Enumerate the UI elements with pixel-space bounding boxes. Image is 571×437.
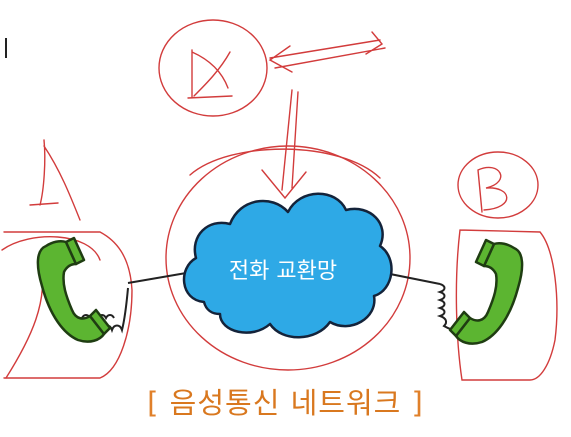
phone-handset-icon xyxy=(36,236,112,343)
caption-open-bracket: [ xyxy=(147,386,160,420)
caption-close-bracket: ] xyxy=(411,386,424,420)
caption-text: 음성통신 네트워크 xyxy=(169,386,402,420)
down-arrow xyxy=(261,89,307,200)
left-phone-box xyxy=(1,231,133,379)
cloud-label: 전화 교환망 xyxy=(229,259,337,284)
b-letter xyxy=(477,166,508,213)
a-letter xyxy=(29,139,81,221)
x-letter xyxy=(187,49,233,99)
coiled-cord-icon xyxy=(436,283,485,334)
diagram-caption: [ 음성통신 네트워크 ] xyxy=(0,380,571,422)
x-circle xyxy=(158,19,268,117)
cloud-icon: 전화 교환망 xyxy=(182,192,393,339)
right-phone-box xyxy=(455,229,558,381)
network-circle xyxy=(165,145,411,371)
left-wire xyxy=(127,271,193,284)
double-arrow xyxy=(268,31,386,73)
phone-handset-icon xyxy=(448,238,524,345)
red-annotations xyxy=(1,19,558,381)
b-circle xyxy=(457,151,539,219)
